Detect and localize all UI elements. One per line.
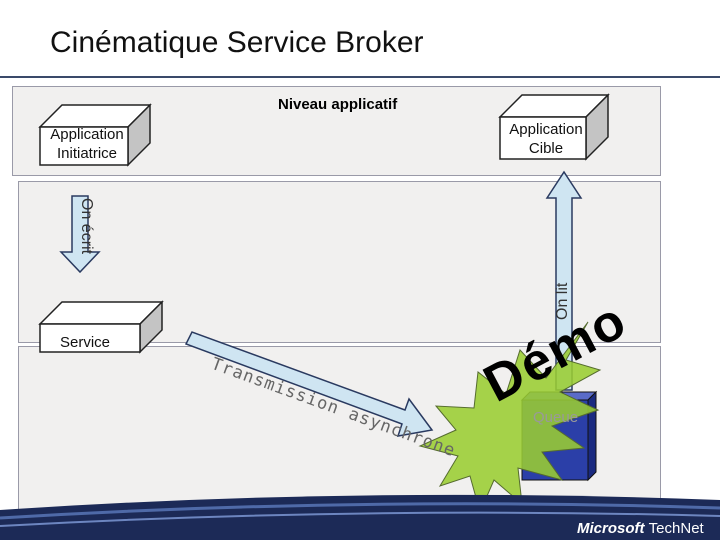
service-label: Service bbox=[60, 334, 111, 351]
initiator-box bbox=[38, 103, 152, 167]
product-name: TechNet bbox=[648, 520, 704, 537]
write-arrow bbox=[59, 195, 101, 274]
write-label: On écrit bbox=[78, 198, 95, 255]
microsoft-technet-logo: Microsoft TechNet bbox=[577, 520, 704, 537]
transmission-arrow bbox=[184, 331, 434, 437]
queue-label: Queue bbox=[533, 409, 579, 426]
initiator-label: Application Initiatrice bbox=[50, 126, 124, 162]
service-box bbox=[38, 300, 164, 354]
level-label: Niveau applicatif bbox=[278, 96, 398, 113]
read-arrow bbox=[545, 170, 583, 391]
page-title: Cinématique Service Broker bbox=[50, 26, 424, 59]
footer-strip bbox=[0, 494, 720, 540]
brand-name: Microsoft bbox=[577, 520, 645, 537]
target-box bbox=[498, 93, 610, 161]
title-divider bbox=[0, 76, 720, 78]
target-label: Application Cible bbox=[509, 121, 583, 157]
